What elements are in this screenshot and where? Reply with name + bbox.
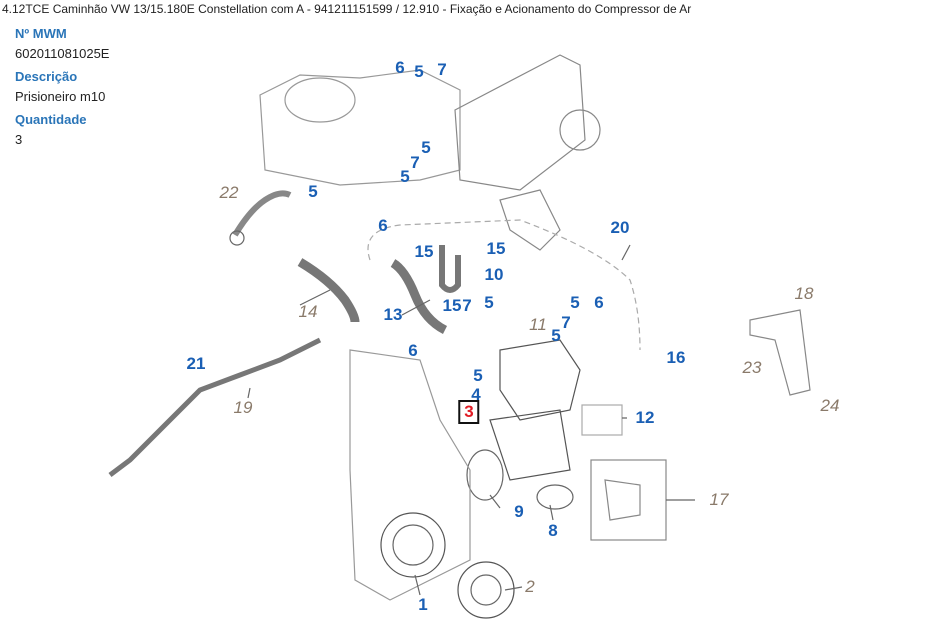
- callout-6[interactable]: 6: [378, 216, 388, 235]
- callout-15[interactable]: 15: [442, 296, 462, 315]
- callout-12[interactable]: 12: [635, 408, 655, 427]
- callout-3-selected[interactable]: 3: [458, 400, 480, 424]
- callout-5[interactable]: 5: [400, 167, 410, 186]
- callout-23: 23: [742, 358, 762, 377]
- callout-4[interactable]: 4: [471, 385, 481, 404]
- callout-2: 2: [525, 577, 535, 596]
- callout-19: 19: [233, 398, 253, 417]
- callout-6[interactable]: 6: [408, 341, 418, 360]
- quantity-value: 3: [15, 132, 23, 147]
- callout-7[interactable]: 7: [437, 60, 447, 79]
- description-value: Prisioneiro m10: [15, 89, 106, 104]
- callout-13[interactable]: 13: [383, 305, 403, 324]
- callout-15[interactable]: 15: [414, 242, 434, 261]
- callout-20[interactable]: 20: [610, 218, 630, 237]
- callout-5[interactable]: 5: [308, 182, 318, 201]
- page-title: 4.12TCE Caminhão VW 13/15.180E Constella…: [2, 2, 692, 16]
- callout-1[interactable]: 1: [418, 595, 428, 614]
- callout-6[interactable]: 6: [395, 58, 405, 77]
- callout-7[interactable]: 7: [561, 313, 571, 332]
- description-label: Descrição: [15, 69, 78, 84]
- callout-14: 14: [298, 302, 318, 321]
- callout-5[interactable]: 5: [484, 293, 494, 312]
- callout-5[interactable]: 5: [414, 62, 424, 81]
- callout-10[interactable]: 10: [484, 265, 504, 284]
- part-details: Nº MWM 602011081025E Descrição Prisionei…: [15, 26, 109, 147]
- callout-18: 18: [794, 284, 814, 303]
- callout-11: 11: [529, 315, 547, 334]
- callout-22: 22: [219, 183, 239, 202]
- callout-5[interactable]: 5: [473, 366, 483, 385]
- mwm-label: Nº MWM: [15, 26, 67, 41]
- callout-5[interactable]: 5: [551, 326, 561, 345]
- callout-5[interactable]: 5: [421, 138, 431, 157]
- mwm-value: 602011081025E: [15, 46, 110, 61]
- callout-16[interactable]: 16: [666, 348, 686, 367]
- callout-15[interactable]: 15: [486, 239, 506, 258]
- callout-9[interactable]: 9: [514, 502, 524, 521]
- callout-21[interactable]: 21: [186, 354, 206, 373]
- callout-17: 17: [709, 490, 729, 509]
- quantity-label: Quantidade: [15, 112, 87, 127]
- callout-6[interactable]: 6: [594, 293, 604, 312]
- callout-24: 24: [820, 396, 840, 415]
- callout-7[interactable]: 7: [410, 153, 420, 172]
- callout-5[interactable]: 5: [570, 293, 580, 312]
- callout-8[interactable]: 8: [548, 521, 558, 540]
- callout-7[interactable]: 7: [462, 296, 472, 315]
